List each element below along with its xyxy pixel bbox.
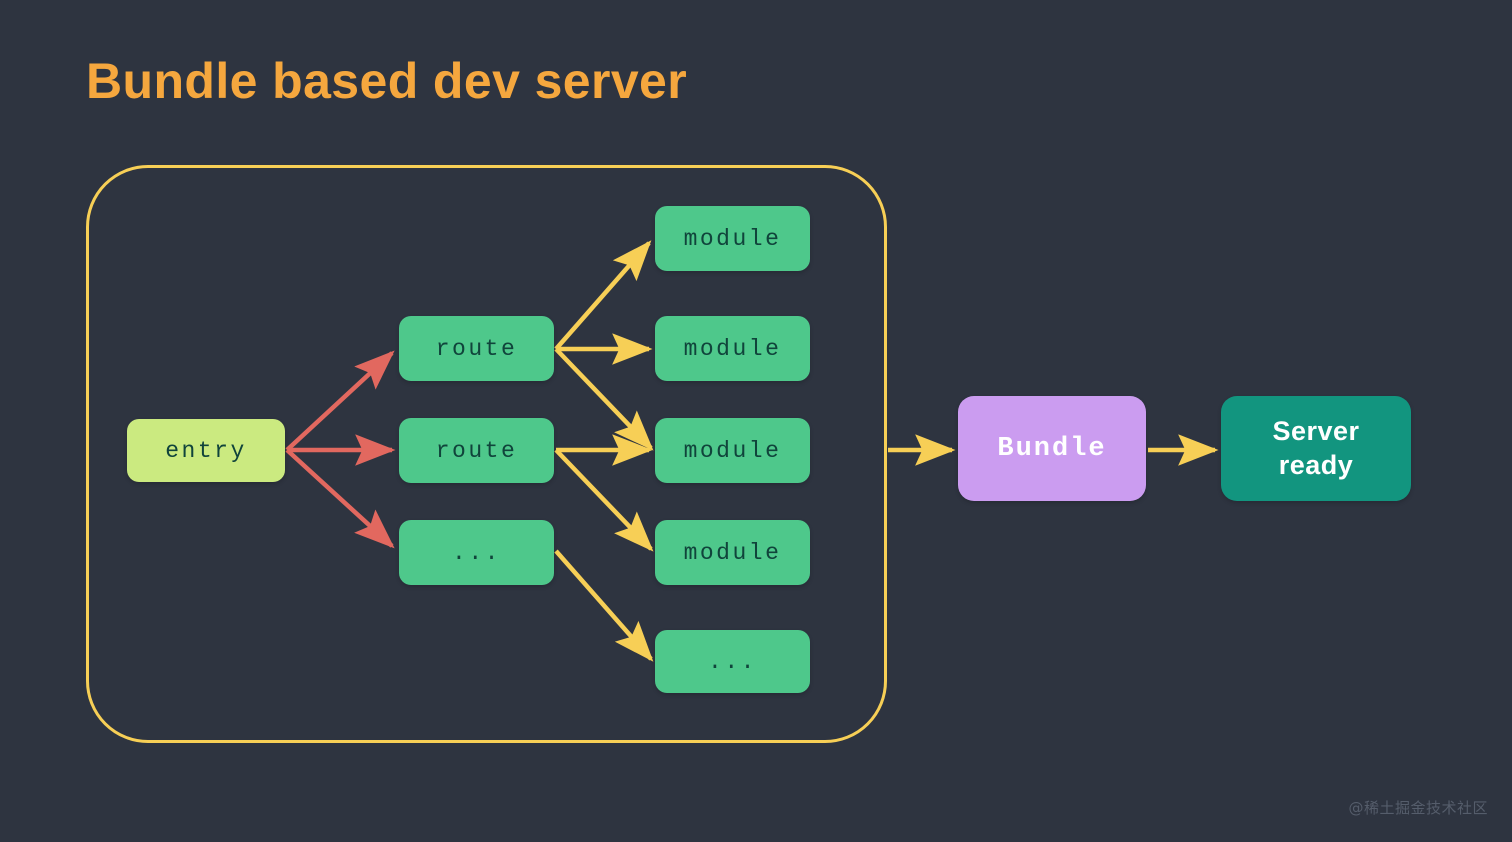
node-server-label: Server ready (1272, 415, 1359, 483)
node-server-line-2: ready (1278, 449, 1354, 480)
node-module-ellipsis[interactable]: ... (655, 630, 810, 693)
node-route-2[interactable]: route (399, 418, 554, 483)
node-module-4[interactable]: module (655, 520, 810, 585)
node-route-1-label: route (435, 335, 518, 362)
node-entry[interactable]: entry (127, 419, 285, 482)
node-module-3[interactable]: module (655, 418, 810, 483)
node-module-2[interactable]: module (655, 316, 810, 381)
node-bundle[interactable]: Bundle (958, 396, 1146, 501)
node-module-1[interactable]: module (655, 206, 810, 271)
watermark: @稀土掘金技术社区 (1348, 799, 1488, 817)
node-module-3-label: module (683, 437, 782, 464)
node-route-1[interactable]: route (399, 316, 554, 381)
node-module-2-label: module (683, 335, 782, 362)
node-entry-label: entry (165, 437, 247, 464)
page-title: Bundle based dev server (86, 53, 688, 109)
node-route-ellipsis[interactable]: ... (399, 520, 554, 585)
node-module-4-label: module (683, 539, 782, 566)
node-bundle-label: Bundle (997, 433, 1107, 464)
node-route-2-label: route (435, 437, 518, 464)
node-server-line-1: Server (1272, 415, 1360, 446)
node-server[interactable]: Server ready (1221, 396, 1411, 501)
bundle-group-container (86, 165, 887, 743)
node-route-ellipsis-label: ... (452, 539, 501, 566)
node-module-ellipsis-label: ... (708, 648, 757, 675)
node-module-1-label: module (683, 225, 782, 252)
